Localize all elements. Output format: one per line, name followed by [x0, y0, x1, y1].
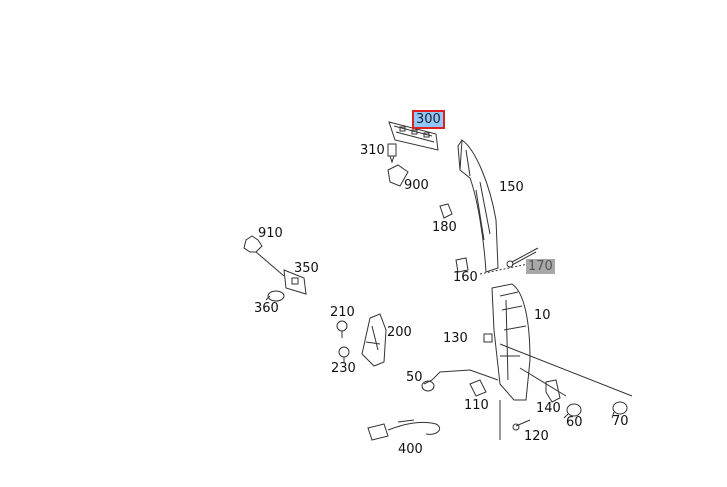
label-350[interactable]: 350	[294, 261, 319, 276]
part-120-screw[interactable]	[512, 419, 531, 431]
part-900-pad[interactable]	[387, 164, 409, 187]
label-140[interactable]: 140	[536, 401, 561, 416]
part-210-fastener[interactable]	[336, 320, 348, 338]
label-130[interactable]: 130	[443, 331, 468, 346]
label-400[interactable]: 400	[398, 442, 423, 457]
label-210[interactable]: 210	[330, 305, 355, 320]
label-50[interactable]: 50	[406, 370, 423, 385]
part-110-grommet[interactable]	[469, 379, 487, 397]
label-70[interactable]: 70	[612, 414, 629, 429]
label-10[interactable]: 10	[534, 308, 551, 323]
part-180-clip[interactable]	[439, 203, 453, 219]
label-180[interactable]: 180	[432, 220, 457, 235]
part-140-gasket[interactable]	[545, 379, 561, 403]
part-230-fastener[interactable]	[338, 346, 350, 362]
label-910[interactable]: 910	[258, 226, 283, 241]
label-300[interactable]: 300	[412, 110, 445, 129]
part-10-tail-lamp[interactable]	[491, 283, 531, 401]
part-350-housing[interactable]	[283, 269, 307, 295]
part-70-bulb[interactable]	[611, 401, 628, 419]
label-360[interactable]: 360	[254, 301, 279, 316]
part-910-connector[interactable]	[243, 235, 285, 277]
label-150[interactable]: 150	[499, 180, 524, 195]
label-170[interactable]: 170	[526, 259, 555, 274]
part-200-reflector[interactable]	[361, 313, 387, 367]
label-310[interactable]: 310	[360, 143, 385, 158]
part-160-nut[interactable]	[455, 257, 469, 273]
part-360-bulb[interactable]	[265, 290, 285, 302]
part-50-harness[interactable]	[421, 369, 499, 392]
part-170-screw[interactable]	[506, 247, 539, 268]
part-130-clip[interactable]	[483, 333, 493, 343]
label-60[interactable]: 60	[566, 415, 583, 430]
label-230[interactable]: 230	[331, 361, 356, 376]
part-150-lamp[interactable]	[457, 139, 499, 273]
part-400-wiring[interactable]	[367, 419, 441, 441]
label-900[interactable]: 900	[404, 178, 429, 193]
label-160[interactable]: 160	[453, 270, 478, 285]
part-310-clip[interactable]	[387, 143, 397, 164]
part-300-bracket[interactable]	[388, 121, 439, 151]
label-200[interactable]: 200	[387, 325, 412, 340]
part-60-bulb[interactable]	[563, 403, 582, 419]
label-110[interactable]: 110	[464, 398, 489, 413]
label-120[interactable]: 120	[524, 429, 549, 444]
